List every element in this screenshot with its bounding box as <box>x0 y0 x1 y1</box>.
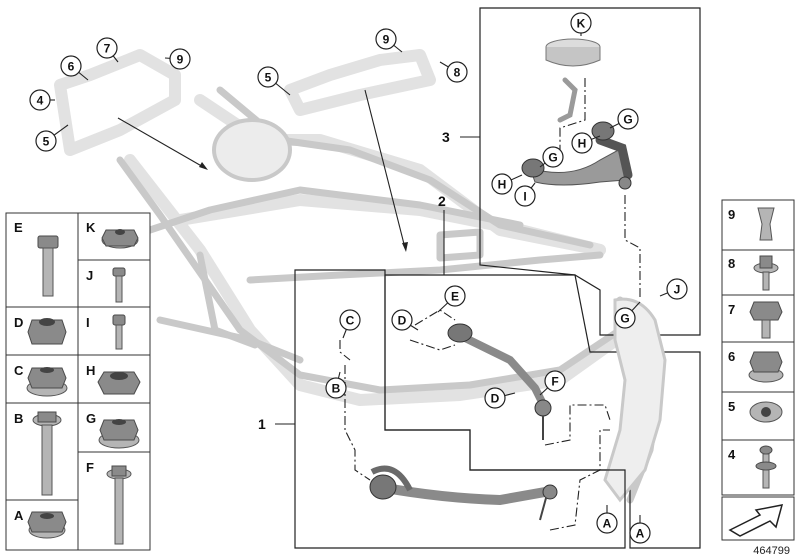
callout-circle <box>169 48 191 70</box>
part-number-4: 4 <box>728 447 736 462</box>
nut-h-icon <box>97 371 141 395</box>
bolt-j-icon <box>112 267 126 303</box>
clip-9-icon <box>757 207 775 241</box>
bolt-f-icon <box>106 465 132 545</box>
callout-label-box3-2: G <box>548 151 557 165</box>
callout-circle <box>257 66 279 88</box>
steering-knuckle <box>603 297 667 503</box>
callout-label-box2-0: E <box>451 290 459 304</box>
upper-control-arm <box>521 121 633 190</box>
callout-label-frame_left-0: 4 <box>37 94 44 108</box>
callout-label-box3-5: I <box>523 190 526 204</box>
callout-label-box3-1: G <box>623 113 632 127</box>
callout-label-frame_left-1: 5 <box>43 135 50 149</box>
part-letter-k: K <box>86 220 96 235</box>
callout-label-frame_top-1: 9 <box>383 33 390 47</box>
callout-label-frame_left-3: 7 <box>104 42 111 56</box>
screw-7-icon <box>749 301 783 339</box>
callout-label-frame_top-2: 8 <box>454 66 461 80</box>
callout-circle <box>542 146 564 168</box>
part-number-8: 8 <box>728 256 735 271</box>
part-number-7: 7 <box>728 302 735 317</box>
part-letter-g: G <box>86 411 96 426</box>
callout-circle <box>96 37 118 59</box>
callout-label-box3-7: G <box>620 312 629 326</box>
part-letter-i: I <box>86 315 90 330</box>
assembly-3-outline <box>479 7 701 336</box>
assembly-2-label: 2 <box>438 193 446 209</box>
part-number-5: 5 <box>728 399 735 414</box>
callout-label-frame_top-0: 5 <box>265 71 272 85</box>
left-parts-table: E K J D I C H B G F A <box>5 212 151 551</box>
spring-mount <box>545 38 601 67</box>
callout-circle <box>29 89 51 111</box>
diagram-id: 464799 <box>753 545 790 557</box>
callout-label-box1-1: B <box>332 382 341 396</box>
part-letter-c: C <box>14 363 24 378</box>
nut-c-icon <box>26 367 68 397</box>
nut-6-icon <box>748 351 784 383</box>
callout-circle <box>484 387 506 409</box>
callout-circle <box>596 512 618 534</box>
nut-d-icon <box>27 318 67 345</box>
front-lower-arm <box>369 465 558 521</box>
callout-circle <box>666 278 688 300</box>
callout-label-box3-3: H <box>578 137 587 151</box>
screw-4-icon <box>755 445 777 489</box>
part-letter-d: D <box>14 315 23 330</box>
bolt-5-icon <box>749 401 783 423</box>
callout-circle <box>325 377 347 399</box>
callout-circle <box>614 307 636 329</box>
callout-label-box1-3: A <box>636 527 645 541</box>
callout-circle <box>570 12 592 34</box>
callout-label-frame_left-2: 6 <box>68 60 75 74</box>
callout-circle <box>544 370 566 392</box>
callout-label-box3-6: J <box>674 283 681 297</box>
rivet-8-icon <box>753 255 779 291</box>
assembly-3-label: 3 <box>442 129 450 145</box>
part-letter-j: J <box>86 268 93 283</box>
callout-label-box2-1: D <box>398 314 407 328</box>
part-number-6: 6 <box>728 349 735 364</box>
callout-circle <box>571 132 593 154</box>
callout-circle <box>617 108 639 130</box>
right-parts-table: 9 8 7 6 5 4 <box>721 199 795 541</box>
callout-label-box1-0: C <box>346 314 355 328</box>
nut-a-icon <box>27 511 67 539</box>
callout-circle <box>514 185 536 207</box>
callout-label-box3-0: K <box>577 17 586 31</box>
callout-label-box2-3: F <box>551 375 558 389</box>
bolt-e-icon <box>37 235 59 297</box>
callout-label-box3-4: H <box>498 178 507 192</box>
callout-label-box2-2: D <box>491 392 500 406</box>
callout-circle <box>446 61 468 83</box>
callout-label-frame_left-4: 9 <box>177 53 184 67</box>
nut-g-icon <box>98 419 140 449</box>
part-letter-b: B <box>14 411 23 426</box>
part-letter-a: A <box>14 508 24 523</box>
callout-circle <box>629 522 651 544</box>
callout-circle <box>35 130 57 152</box>
assembly-1-outline <box>294 269 626 549</box>
assembly-1-label: 1 <box>258 416 266 432</box>
callout-circle <box>60 55 82 77</box>
rear-lower-arm <box>447 323 552 440</box>
callout-circle <box>444 285 466 307</box>
callout-label-box1-2: A <box>603 517 612 531</box>
part-letter-h: H <box>86 363 95 378</box>
nut-k-icon <box>101 229 139 249</box>
callout-circle <box>339 309 361 331</box>
bolt-i-icon <box>112 314 126 350</box>
part-number-9: 9 <box>728 207 735 222</box>
arrow-icon <box>728 504 784 537</box>
callout-circle <box>375 28 397 50</box>
callout-circle <box>491 173 513 195</box>
part-letter-f: F <box>86 460 94 475</box>
callout-circle <box>391 309 413 331</box>
part-letter-e: E <box>14 220 23 235</box>
bolt-b-icon <box>32 411 62 496</box>
